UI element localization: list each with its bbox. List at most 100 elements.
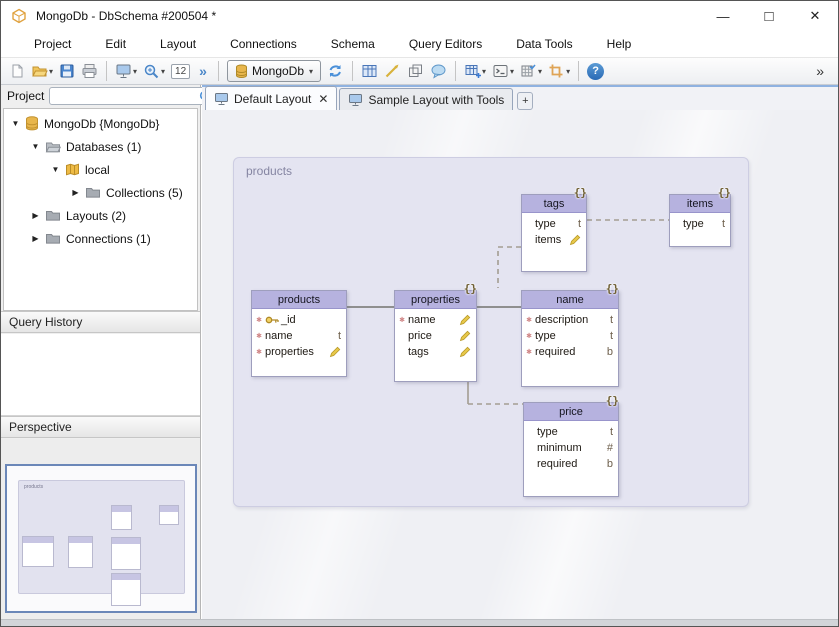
collection-properties[interactable]: properties{} ✱name price tags — [394, 282, 477, 382]
field-row[interactable]: ✱properties — [252, 344, 346, 360]
required-icon: ✱ — [256, 317, 262, 324]
table-icon — [362, 65, 377, 77]
table-header[interactable]: tags{} — [522, 186, 587, 213]
tree-item-label: MongoDb {MongoDb} — [44, 116, 160, 131]
zoom-button[interactable]: ▾ — [141, 59, 167, 83]
required-icon: ✱ — [526, 317, 532, 324]
new-tab-button[interactable]: + — [517, 92, 534, 110]
expand-arrow-icon[interactable]: ▼ — [11, 119, 20, 128]
field-row[interactable]: items — [522, 232, 586, 248]
menu-bar: Project Edit Layout Connections Schema Q… — [1, 31, 838, 57]
menu-query-editors[interactable]: Query Editors — [408, 37, 483, 51]
connection-name: MongoDb — [251, 64, 304, 78]
tree-item-connections[interactable]: ▶ Connections (1) — [4, 227, 197, 250]
menu-project[interactable]: Project — [34, 37, 72, 51]
field-row[interactable]: tags — [395, 344, 476, 360]
tab-close-icon[interactable]: ✕ — [318, 91, 329, 106]
maximize-button[interactable]: □ — [764, 7, 774, 25]
expand-arrow-icon[interactable]: ▶ — [32, 211, 39, 220]
window-title: MongoDb - DbSchema #200504 * — [36, 9, 217, 23]
new-file-button[interactable] — [7, 59, 27, 83]
minimap-container-label: products — [24, 484, 44, 490]
presentation-button[interactable]: ▾ — [113, 59, 139, 83]
toolbar-separator — [455, 61, 457, 81]
connection-dropdown-icon: ▾ — [309, 66, 314, 76]
layout-minimap[interactable]: products — [5, 464, 197, 613]
menu-edit[interactable]: Edit — [105, 37, 127, 51]
print-icon — [82, 64, 97, 78]
field-row[interactable]: ✱name — [395, 312, 476, 328]
field-row[interactable]: price — [395, 328, 476, 344]
print-button[interactable] — [79, 59, 100, 83]
menu-help[interactable]: Help — [606, 37, 632, 51]
tab-sample-layout[interactable]: Sample Layout with Tools — [339, 88, 514, 110]
tree-item-collections[interactable]: ▶ Collections (5) — [4, 181, 197, 204]
validation-button[interactable]: ▾ — [518, 59, 544, 83]
fit-page-button[interactable]: » — [194, 59, 212, 83]
minimize-button[interactable]: — — [716, 8, 730, 24]
search-input[interactable] — [53, 89, 200, 103]
table-editor-button[interactable] — [359, 59, 380, 83]
menu-schema[interactable]: Schema — [330, 37, 375, 51]
expand-arrow-icon[interactable]: ▶ — [72, 188, 79, 197]
table-header[interactable]: properties{} — [395, 282, 477, 309]
open-button[interactable]: ▾ — [29, 59, 55, 83]
project-search[interactable] — [49, 87, 217, 105]
table-header[interactable]: price{} — [524, 394, 619, 421]
tree-item-databases[interactable]: ▼ Databases (1) — [4, 135, 197, 158]
refresh-button[interactable] — [325, 59, 346, 83]
save-icon — [60, 64, 74, 78]
close-button[interactable]: ✕ — [809, 8, 821, 23]
table-header[interactable]: name{} — [522, 282, 619, 309]
refresh-icon — [329, 65, 341, 77]
expand-arrow-icon[interactable]: ▶ — [32, 234, 39, 243]
window-bottom-edge — [1, 619, 838, 626]
save-button[interactable] — [57, 59, 77, 83]
connection-selector[interactable]: MongoDb ▾ — [226, 60, 322, 82]
field-row[interactable]: ✱_id — [256, 314, 296, 326]
new-table-button[interactable]: ▾ — [462, 59, 488, 83]
menu-connections[interactable]: Connections — [230, 37, 297, 51]
toolbar-overflow-button[interactable]: » — [808, 59, 832, 83]
menu-data-tools[interactable]: Data Tools — [516, 37, 573, 51]
json-object-icon: {} — [573, 186, 587, 199]
required-icon: ✱ — [399, 317, 405, 324]
tree-item-local[interactable]: ▼ local — [4, 158, 197, 181]
expand-arrow-icon[interactable]: ▼ — [51, 165, 60, 174]
table-header[interactable]: items{} — [670, 186, 731, 213]
expand-arrow-icon[interactable]: ▼ — [31, 142, 40, 151]
table-header[interactable]: products — [252, 291, 346, 309]
project-label: Project — [7, 89, 45, 103]
field-row[interactable]: minimum# — [537, 442, 613, 454]
layers-button[interactable] — [405, 59, 426, 83]
comment-button[interactable] — [428, 59, 449, 83]
help-button[interactable]: ? — [585, 59, 606, 83]
perspective-header: Perspective — [1, 416, 200, 438]
toolbar-separator — [217, 61, 219, 81]
menu-layout[interactable]: Layout — [160, 37, 197, 51]
crop-layout-button[interactable]: ▾ — [546, 59, 572, 83]
tree-item-label: Layouts (2) — [66, 208, 127, 223]
draw-relation-button[interactable] — [382, 59, 403, 83]
tab-default-layout[interactable]: Default Layout ✕ — [205, 86, 338, 110]
font-size-box[interactable]: 12 — [169, 59, 192, 83]
monitor-icon — [349, 93, 363, 106]
query-console-button[interactable]: ▾ — [490, 59, 516, 83]
tree-item-mongodb[interactable]: ▼ MongoDb {MongoDb} — [4, 112, 197, 135]
checklist-icon — [521, 64, 536, 77]
tree-item-layouts[interactable]: ▶ Layouts (2) — [4, 204, 197, 227]
